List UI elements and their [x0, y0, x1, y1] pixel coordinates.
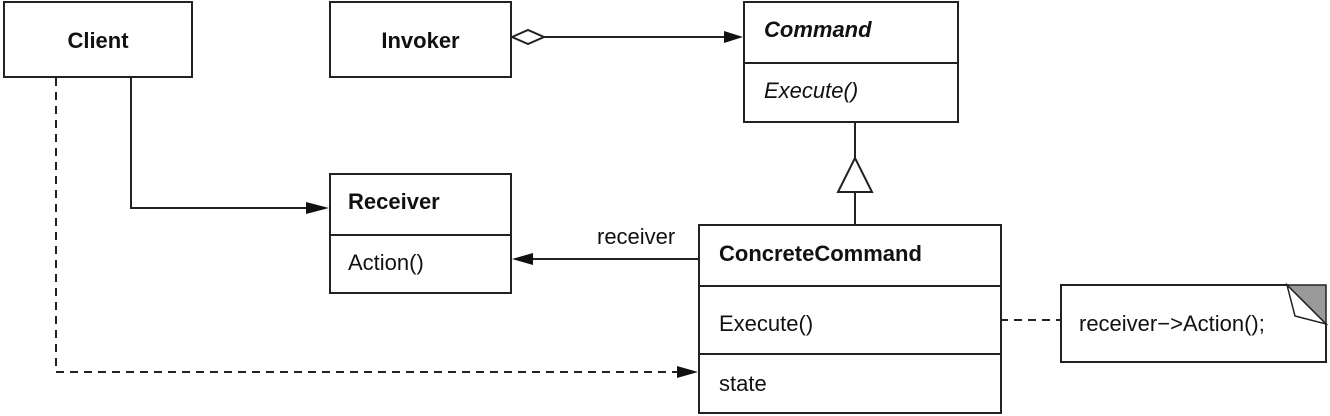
arrowhead [306, 202, 329, 214]
arrowhead [724, 31, 743, 43]
attributes-compartment: state [700, 353, 1000, 412]
class-name: ConcreteCommand [719, 241, 922, 266]
class-name: Command [764, 17, 872, 42]
class-command: Command Execute() [743, 1, 959, 123]
inheritance-triangle [836, 155, 874, 193]
operation-action: Action() [348, 250, 424, 275]
class-client: Client [3, 1, 193, 78]
aggregation-diamond [509, 28, 547, 46]
client-concretecommand-dependency [55, 78, 698, 378]
class-concretecommand: ConcreteCommand Execute() state [698, 224, 1002, 414]
invoker-command-aggregation [509, 28, 743, 46]
operations-compartment: Execute() [745, 62, 957, 121]
class-receiver: Receiver Action() [329, 173, 512, 294]
operations-compartment: Action() [331, 234, 510, 292]
concretecommand-receiver-association [512, 253, 698, 265]
operations-compartment: Execute() [700, 285, 1000, 353]
inheritance-generalization [836, 123, 874, 225]
note-text: receiver−>Action(); [1079, 311, 1265, 336]
attribute-state: state [719, 371, 767, 396]
operation-execute: Execute() [719, 311, 814, 336]
class-invoker: Invoker [329, 1, 512, 78]
class-name: Invoker [381, 28, 460, 53]
operation-execute: Execute() [764, 78, 859, 103]
client-receiver-association [130, 78, 329, 214]
arrowhead [512, 253, 533, 265]
arrowhead [677, 366, 698, 378]
note-shape [1060, 282, 1329, 363]
class-name: Client [67, 28, 129, 53]
role-label-receiver: receiver [597, 224, 676, 249]
class-name: Receiver [348, 189, 440, 214]
